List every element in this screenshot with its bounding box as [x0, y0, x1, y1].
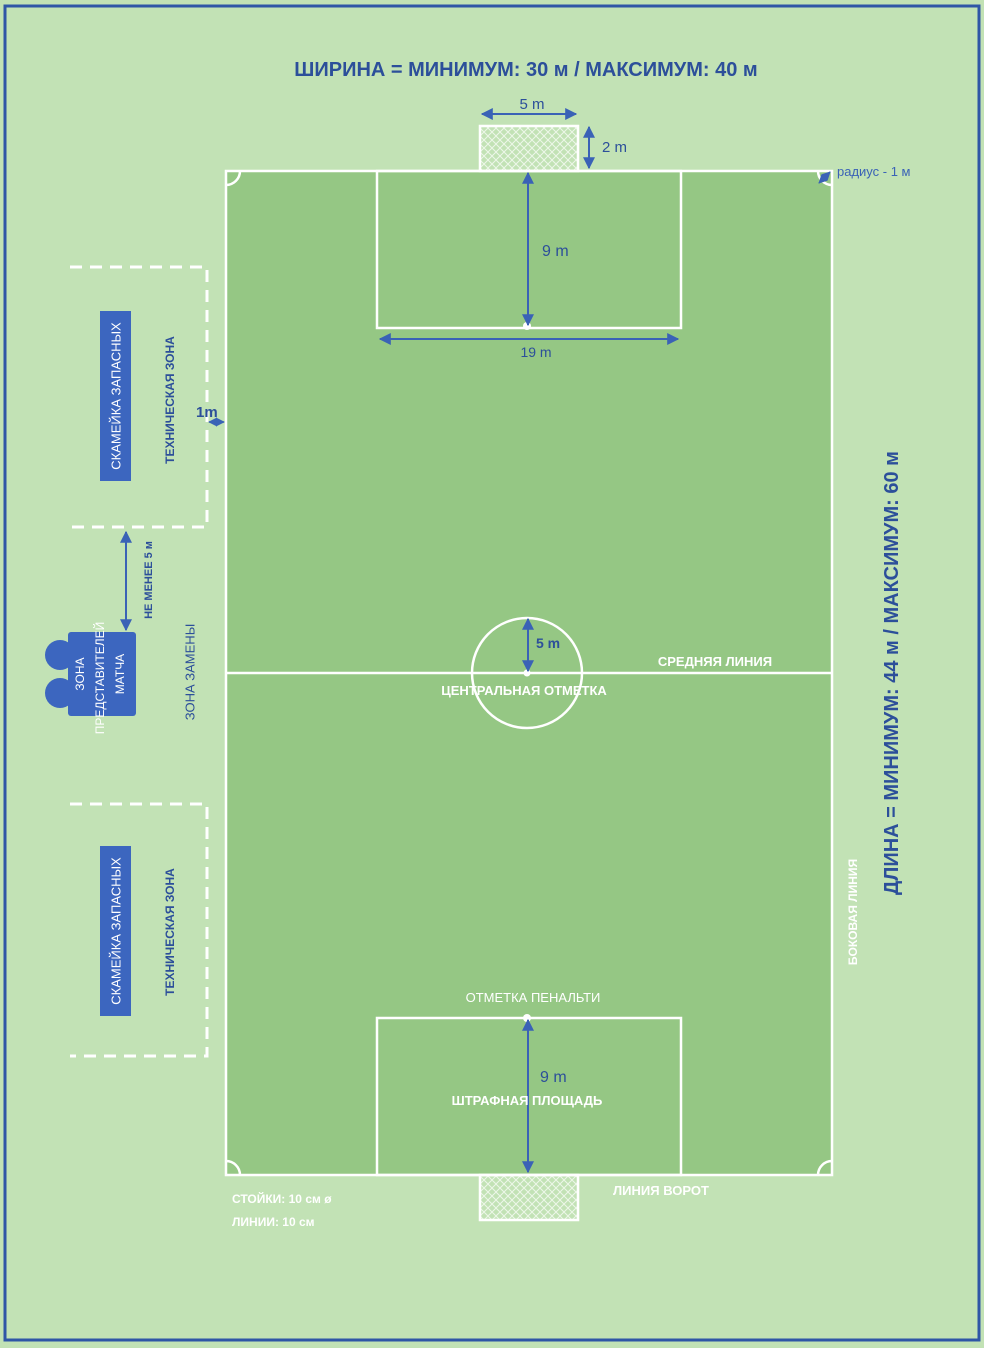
corner-arc-bottom-right — [816, 1159, 833, 1176]
officials-zone-label-2: ПРЕДСТАВИТЕЛЕЙ — [92, 622, 107, 734]
top-goal — [478, 124, 580, 173]
officials-table — [68, 632, 136, 716]
center-radius-label: 5 m — [536, 635, 560, 651]
bench-top-label: СКАМЕЙКА ЗАПАСНЫХ — [109, 322, 124, 470]
substitutes-bench-top — [100, 311, 131, 481]
min-distance-label: НЕ МЕНЕЕ 5 м — [143, 541, 155, 619]
top-area-width-label: 19 m — [520, 344, 551, 360]
halfway-line-label: СРЕДНЯЯ ЛИНИЯ — [658, 654, 772, 669]
bottom-goal — [478, 1173, 580, 1222]
officials-zone — [45, 632, 136, 716]
officials-seat-top — [45, 640, 75, 670]
tech-zone-gap-label: 1m — [196, 404, 218, 421]
substitution-zone-label: ЗОНА ЗАМЕНЫ — [183, 624, 198, 720]
corner-radius-arrow — [818, 171, 831, 184]
goal-line-label: ЛИНИЯ ВОРОТ — [613, 1183, 709, 1198]
bench-bottom-label: СКАМЕЙКА ЗАПАСНЫХ — [109, 857, 124, 1005]
corner-radius-label: радиус - 1 м — [837, 164, 911, 179]
tech-zone-top-label: ТЕХНИЧЕСКАЯ ЗОНА — [163, 336, 177, 464]
corner-arc-top-left — [225, 170, 242, 187]
length-title: ДЛИНА = МИНИМУМ: 44 м / МАКСИМУМ: 60 м — [881, 451, 903, 895]
width-title: ШИРИНА = МИНИМУМ: 30 м / МАКСИМУМ: 40 м — [294, 59, 757, 81]
outer-frame — [3, 4, 981, 1342]
officials-zone-label-1: ЗОНА — [73, 657, 87, 690]
tech-zone-bottom-label: ТЕХНИЧЕСКАЯ ЗОНА — [163, 868, 177, 996]
substitutes-bench-bottom — [100, 846, 131, 1016]
technical-zone-bottom — [70, 802, 209, 1058]
top-area-depth-label: 9 m — [542, 243, 569, 260]
technical-zone-top — [70, 265, 209, 529]
penalty-area-label: ШТРАФНАЯ ПЛОЩАДЬ — [452, 1093, 603, 1108]
posts-note: СТОЙКИ: 10 см ø — [232, 1191, 332, 1206]
bottom-area-depth-label: 9 m — [540, 1069, 567, 1086]
center-mark-label: ЦЕНТРАЛЬНАЯ ОТМЕТКА — [441, 683, 607, 698]
goal-width-label: 5 m — [519, 96, 544, 113]
goal-depth-label: 2 m — [602, 139, 627, 156]
touchline-label: БОКОВАЯ ЛИНИЯ — [846, 859, 860, 965]
penalty-mark-label: ОТМЕТКА ПЕНАЛЬТИ — [466, 990, 601, 1005]
lines-note: ЛИНИИ: 10 см — [232, 1215, 315, 1229]
corner-arc-bottom-left — [225, 1159, 242, 1176]
officials-zone-label-3: МАТЧА — [113, 654, 127, 694]
officials-seat-bottom — [45, 678, 75, 708]
